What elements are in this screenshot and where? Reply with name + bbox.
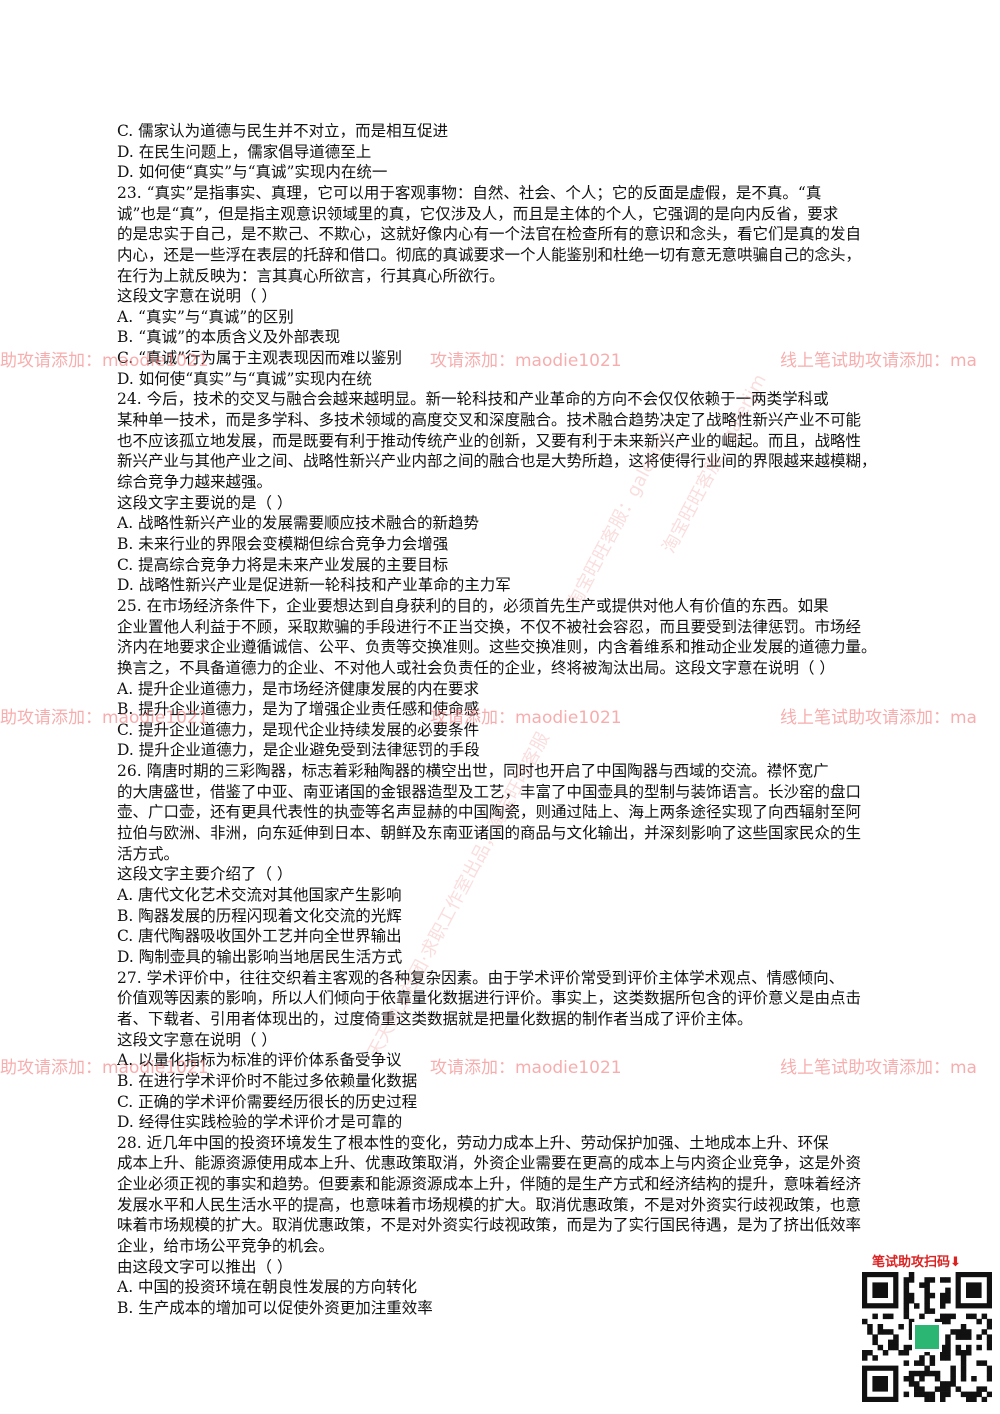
text-line: 企业置他人利益于不顾，采取欺骗的手段进行不正当交换，不仅不被社会容忍，而且要受到… xyxy=(117,618,862,636)
text-line: 内心，还是一些浮在表层的托辞和借口。彻底的真诚要求一个人能鉴别和杜绝一切有意无意… xyxy=(117,246,862,264)
text-line: C. 正确的学术评价需要经历很长的历史过程 xyxy=(117,1093,418,1111)
text-line: C. “真诚”行为属于主观表现因而难以鉴别 xyxy=(117,349,403,367)
text-line: 换言之，不具备道德力的企业、不对他人或社会负责任的企业，终将被淘汰出局。这段文字… xyxy=(117,659,835,677)
text-line: 拉伯与欧洲、非洲，向东延伸到日本、朝鲜及东南亚诸国的商品与文化输出，并深刻影响了… xyxy=(117,824,862,842)
text-line: 24. 今后，技术的交叉与融合会越来越明显。新一轮科技和产业革命的方向不会仅仅依… xyxy=(117,390,829,408)
text-line: 在行为上就反映为：言其真心所欲言，行其真心所欲行。 xyxy=(117,267,505,285)
text-line: A. 以量化指标为标准的评价体系备受争议 xyxy=(117,1051,402,1069)
text-line: C. 提高综合竞争力将是未来产业发展的主要目标 xyxy=(117,556,449,574)
text-line: A. “真实”与“真诚”的区别 xyxy=(117,308,294,326)
text-line: A. 提升企业道德力，是市场经济健康发展的内在要求 xyxy=(117,680,480,698)
watermark-left-2: 助攻请添加：maodie1021 xyxy=(0,708,209,728)
watermark-left-1: 助攻请添加：maodie1021 xyxy=(0,351,209,371)
text-line: B. 生产成本的增加可以促使外资更加注重效率 xyxy=(117,1299,433,1317)
text-line: B. 陶器发展的历程闪现着文化交流的光辉 xyxy=(117,907,402,925)
text-line: 价值观等因素的影响，所以人们倾向于依靠量化数据进行评价。事实上，这类数据所包含的… xyxy=(117,989,862,1007)
text-line: D. 在民生问题上，儒家倡导道德至上 xyxy=(117,143,372,161)
text-line: B. 在进行学术评价时不能过多依赖量化数据 xyxy=(117,1072,418,1090)
text-line: 企业必须正视的事实和趋势。但要素和能源资源成本上升，伴随的是生产方式和经济结构的… xyxy=(117,1175,862,1193)
text-line: 的是忠实于自己，是不欺己、不欺心，这就好像内心有一个法官在检查所有的意识和念头，… xyxy=(117,225,862,243)
watermark-center-3: 攻请添加：maodie1021 xyxy=(430,1058,622,1078)
text-line: 由这段文字可以推出（ ） xyxy=(117,1258,293,1276)
text-line: D. 如何使“真实”与“真诚”实现内在统一 xyxy=(117,163,388,181)
text-line: D. 战略性新兴产业是促进新一轮科技和产业革命的主力军 xyxy=(117,576,511,594)
text-line: 25. 在市场经济条件下，企业要想达到自身获利的目的，必须首先生产或提供对他人有… xyxy=(117,597,829,615)
text-line: 这段文字意在说明（ ） xyxy=(117,1031,277,1049)
text-line: C. 儒家认为道德与民生并不对立，而是相互促进 xyxy=(117,122,449,140)
watermark-left-3: 助攻请添加：maodie1021 xyxy=(0,1058,209,1078)
text-line: 成本上升、能源资源使用成本上升、优惠政策取消，外资企业需要在更高的成本上与内资企… xyxy=(117,1154,862,1172)
text-line: B. 提升企业道德力，是为了增强企业责任感和使命感 xyxy=(117,700,480,718)
text-line: 诚”也是“真”，但是指主观意识领域里的真，它仅涉及人，而且是主体的个人，它强调的… xyxy=(117,205,839,223)
text-line: 23. “真实”是指事实、真理，它可以用于客观事物：自然、社会、个人；它的反面是… xyxy=(117,184,822,202)
text-line: 27. 学术评价中，往往交织着主客观的各种复杂因素。由于学术评价常受到评价主体学… xyxy=(117,969,845,987)
text-line: C. 唐代陶器吸收国外工艺并向全世界输出 xyxy=(117,927,402,945)
watermark-right-2: 线上笔试助攻请添加：ma xyxy=(780,708,977,728)
text-line: A. 战略性新兴产业的发展需要顺应技术融合的新趋势 xyxy=(117,514,480,532)
text-line: 也不应该孤立地发展，而是既要有利于推动传统产业的创新，又要有利于未来新兴产业的崛… xyxy=(117,432,862,450)
watermark-right-1: 线上笔试助攻请添加：ma xyxy=(780,351,977,371)
text-line: D. 提升企业道德力，是企业避免受到法律惩罚的手段 xyxy=(117,741,480,759)
text-line: A. 中国的投资环境在朝良性发展的方向转化 xyxy=(117,1278,418,1296)
text-line: 28. 近几年中国的投资环境发生了根本性的变化，劳动力成本上升、劳动保护加强、土… xyxy=(117,1134,829,1152)
watermark-center-1: 攻请添加：maodie1021 xyxy=(430,351,622,371)
text-line: 这段文字主要说的是（ ） xyxy=(117,494,293,512)
text-line: 活方式。 xyxy=(117,845,180,863)
text-line: 26. 隋唐时期的三彩陶器，标志着彩釉陶器的横空出世，同时也开启了中国陶器与西域… xyxy=(117,762,829,780)
watermark-right-3: 线上笔试助攻请添加：ma xyxy=(780,1058,977,1078)
text-line: 者、下载者、引用者体现出的，过度倚重这类数据就是把量化数据的制作者当成了评价主体… xyxy=(117,1010,753,1028)
text-line: D. 如何使“真实”与“真诚”实现内在统 xyxy=(117,370,372,388)
text-line: A. 唐代文化艺术交流对其他国家产生影响 xyxy=(117,886,402,904)
text-line: 新兴产业与其他产业之间、战略性新兴产业内部之间的融合也是大势所趋，这将使得行业间… xyxy=(117,452,877,470)
text-line: D. 陶制壶具的输出影响当地居民生活方式 xyxy=(117,948,403,966)
text-line: B. “真诚”的本质含义及外部表现 xyxy=(117,328,341,346)
text-line: 济内在地要求企业遵循诚信、公平、负责等交换准则。这些交换准则，内含着维系和推动企… xyxy=(117,638,877,656)
text-line: 发展水平和人民生活水平的提高，也意味着市场规模的扩大。取消优惠政策，不是对外资实… xyxy=(117,1196,862,1214)
watermark-center-2: 攻请添加：maodie1021 xyxy=(430,708,622,728)
text-line: 壶、广口壶，还有更具代表性的执壶等名声显赫的中国陶瓷，则通过陆上、海上两条途径实… xyxy=(117,803,862,821)
text-line: C. 提升企业道德力，是现代企业持续发展的必要条件 xyxy=(117,721,480,739)
text-line: 这段文字主要介绍了（ ） xyxy=(117,865,293,883)
text-line: 味着市场规模的扩大。取消优惠政策，不是对外资实行歧视政策，而是为了实行国民待遇，… xyxy=(117,1216,862,1234)
text-line: 企业，给市场公平竞争的机会。 xyxy=(117,1237,335,1255)
text-line: D. 经得住实践检验的学术评价才是可靠的 xyxy=(117,1113,403,1131)
text-line: 这段文字意在说明（ ） xyxy=(117,287,277,305)
text-line: 综合竞争力越来越强。 xyxy=(117,473,273,491)
qr-code-icon[interactable] xyxy=(862,1272,993,1403)
text-line: 的大唐盛世，借鉴了中亚、南亚诸国的金银器造型及工艺，丰富了中国壶具的型制与装饰语… xyxy=(117,783,862,801)
text-line: B. 未来行业的界限会变模糊但综合竞争力会增强 xyxy=(117,535,449,553)
qr-title: 笔试助攻扫码⬇ xyxy=(872,1255,961,1270)
text-line: 某种单一技术，而是多学科、多技术领域的高度交叉和深度融合。技术融合趋势决定了战略… xyxy=(117,411,862,429)
